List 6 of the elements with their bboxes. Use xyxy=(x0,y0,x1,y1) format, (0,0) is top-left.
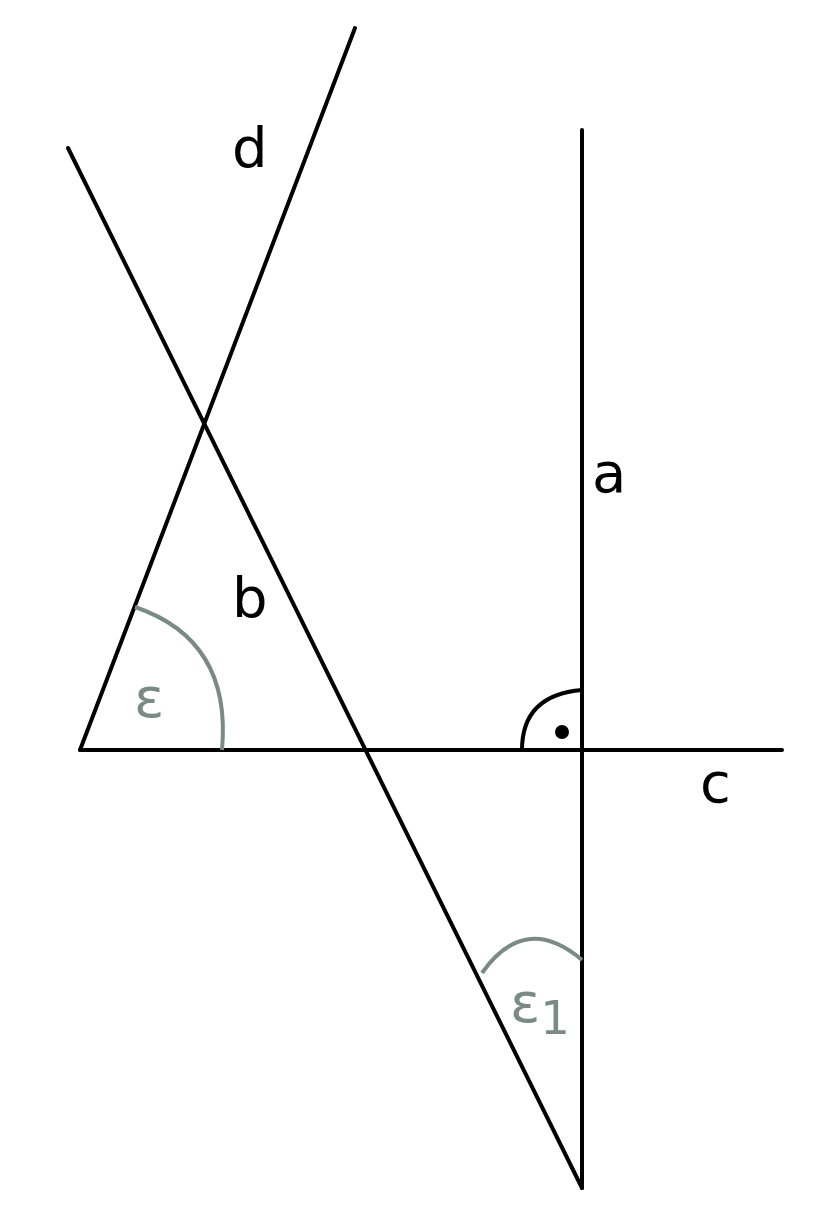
line-label: d xyxy=(232,120,268,176)
line-label: b xyxy=(232,570,268,626)
line-label: a xyxy=(592,445,627,501)
angle-label: ε xyxy=(134,670,165,726)
angle-label: ε$_{1}$ xyxy=(510,975,570,1042)
line-label: c xyxy=(700,755,731,811)
